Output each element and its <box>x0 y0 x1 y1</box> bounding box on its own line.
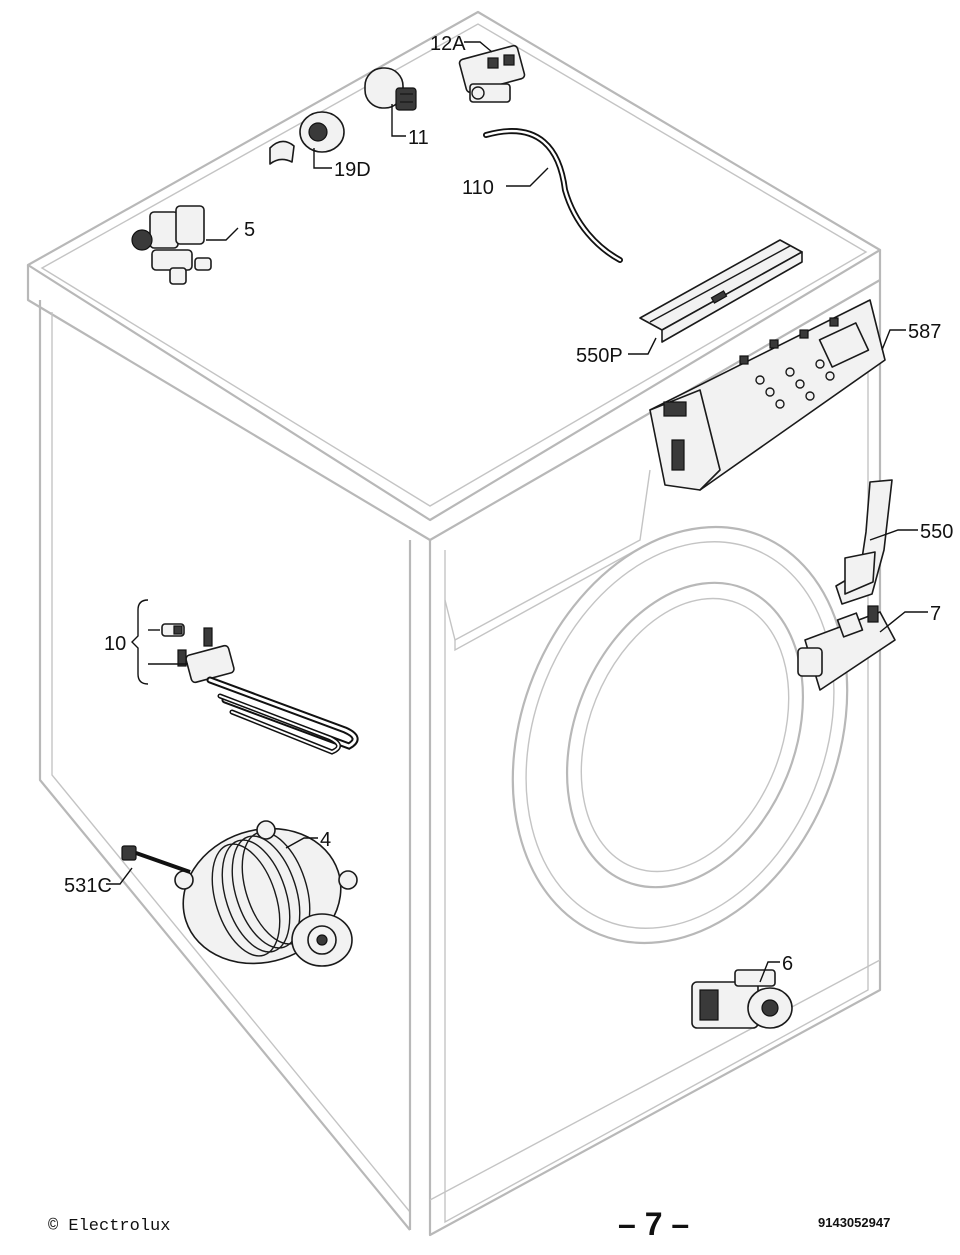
label-550p: 550P <box>576 345 623 367</box>
label-531c: 531C <box>64 875 112 897</box>
label-7: 7 <box>930 603 941 625</box>
cabinet-outline <box>26 10 882 1237</box>
label-550: 550 <box>920 521 953 543</box>
label-5: 5 <box>244 219 255 241</box>
label-19d: 19D <box>334 159 371 181</box>
drain-pump-6 <box>691 969 793 1029</box>
label-12a: 12A <box>430 33 466 55</box>
door-handle-550 <box>835 479 893 605</box>
label-10: 10 <box>104 633 126 655</box>
panel-strip-550p <box>639 239 803 343</box>
inlet-valve-5 <box>131 205 212 285</box>
hose-110 <box>483 128 623 263</box>
motor-4 <box>121 820 358 967</box>
page-number: – 7 – <box>618 1206 690 1242</box>
electronic-module-587 <box>649 299 886 491</box>
label-587: 587 <box>908 321 941 343</box>
label-110: 110 <box>462 177 494 199</box>
pressure-switch-12a <box>458 44 526 103</box>
document-code: 9143052947 <box>818 1215 891 1230</box>
label-4: 4 <box>320 829 331 851</box>
heating-element-10 <box>131 599 359 755</box>
leader-lines <box>106 41 928 983</box>
module-components <box>739 317 839 409</box>
callout-labels: 12A 11 19D 110 5 550P 587 550 7 10 4 531… <box>64 33 953 975</box>
bolt-531c <box>121 845 191 874</box>
door-interlock-7 <box>797 605 896 691</box>
label-11: 11 <box>408 127 429 149</box>
label-6: 6 <box>782 953 793 975</box>
filter-19d <box>269 111 345 165</box>
capacitor-11 <box>364 67 417 111</box>
copyright-text: © Electrolux <box>48 1217 171 1236</box>
